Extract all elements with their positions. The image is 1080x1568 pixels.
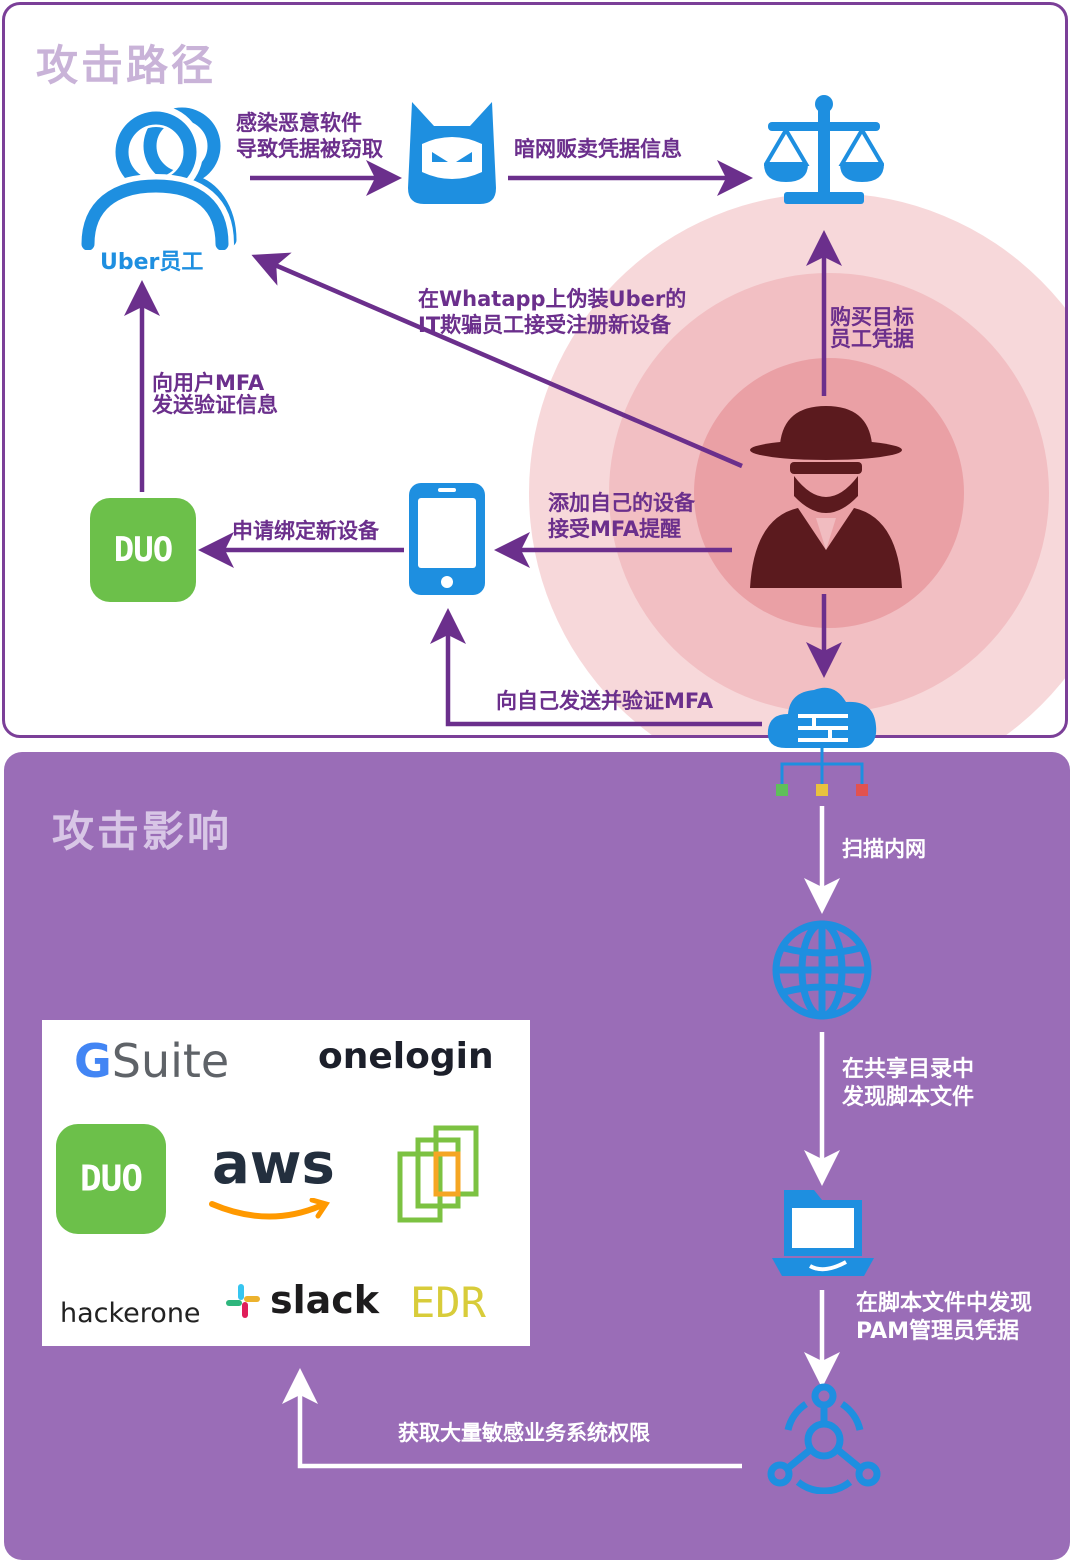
hub-icon — [767, 1383, 881, 1494]
aws-smile-icon — [209, 1198, 330, 1220]
label-sell: 暗网贩卖凭据信息 — [514, 137, 682, 161]
label-add-device: 添加自己的设备 接受MFA提醒 — [548, 491, 695, 541]
arrow-impersonate — [251, 252, 743, 469]
folder-laptop-icon — [772, 1190, 874, 1276]
label-infect: 感染恶意软件 导致凭据被窃取 — [236, 111, 383, 161]
cloud-firewall-icon — [767, 687, 877, 796]
label-access: 获取大量敏感业务系统权限 — [398, 1421, 650, 1445]
scales-icon — [764, 95, 884, 204]
devil-icon — [408, 102, 496, 204]
slack-icon — [226, 1284, 260, 1318]
hackerone-logo: hackerone — [60, 1298, 201, 1329]
label-pam: 在脚本文件中发现 PAM管理员凭据 — [856, 1291, 1033, 1344]
arrow-access — [282, 1368, 742, 1469]
smartphone-icon — [409, 483, 485, 595]
duo-icon: DUO — [90, 498, 196, 602]
arrow-self-verify — [430, 608, 762, 727]
edr-logo: EDR — [410, 1278, 486, 1327]
label-scan: 扫描内网 — [842, 837, 926, 861]
uber-employee-label: Uber员工 — [100, 250, 204, 275]
onelogin-logo: onelogin — [318, 1036, 494, 1077]
affected-systems-logos: GSuite onelogin DUO aws hackerone slack … — [42, 1020, 530, 1346]
label-share-dir: 在共享目录中 发现脚本文件 — [842, 1057, 975, 1110]
attack-path-title: 攻击路径 — [36, 41, 217, 90]
slack-logo: slack — [226, 1278, 379, 1322]
spy-icon — [750, 406, 902, 588]
duo-logo: DUO — [56, 1124, 166, 1234]
label-self-verify: 向自己发送并验证MFA — [496, 689, 714, 713]
attack-impact-title: 攻击影响 — [52, 807, 233, 856]
label-send-mfa: 向用户MFA 发送验证信息 — [152, 371, 278, 417]
globe-icon — [772, 920, 872, 1020]
aws-logo: aws — [209, 1132, 335, 1220]
label-buy: 购买目标 员工凭据 — [830, 305, 914, 351]
vmware-icon — [397, 1125, 479, 1223]
label-impersonate: 在Whatapp上伪装Uber的 IT欺骗员工接受注册新设备 — [418, 287, 687, 337]
label-bind: 申请绑定新设备 — [232, 519, 379, 543]
gsuite-logo: GSuite — [74, 1034, 230, 1088]
employee-icon — [78, 105, 237, 250]
